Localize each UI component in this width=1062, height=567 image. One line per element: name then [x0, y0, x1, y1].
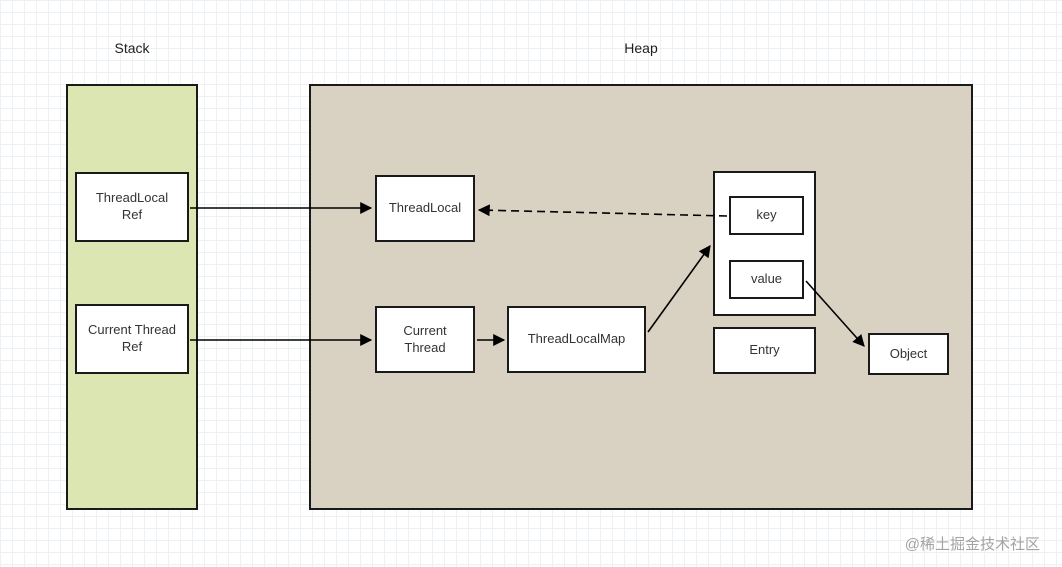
- node-current-thread: Current Thread: [375, 306, 475, 373]
- node-threadlocal: ThreadLocal: [375, 175, 475, 242]
- heap-region: [309, 84, 973, 510]
- node-value: value: [729, 260, 804, 299]
- node-threadlocal-ref: ThreadLocal Ref: [75, 172, 189, 242]
- watermark-text: @稀土掘金技术社区: [904, 536, 1040, 553]
- node-threadlocalmap: ThreadLocalMap: [507, 306, 646, 373]
- node-current-thread-ref: Current Thread Ref: [75, 304, 189, 374]
- heap-region-title: Heap: [624, 40, 658, 56]
- stack-region-title: Stack: [114, 40, 150, 56]
- node-entry: Entry: [713, 327, 816, 374]
- node-object: Object: [868, 333, 949, 375]
- stack-region: [66, 84, 198, 510]
- node-key: key: [729, 196, 804, 235]
